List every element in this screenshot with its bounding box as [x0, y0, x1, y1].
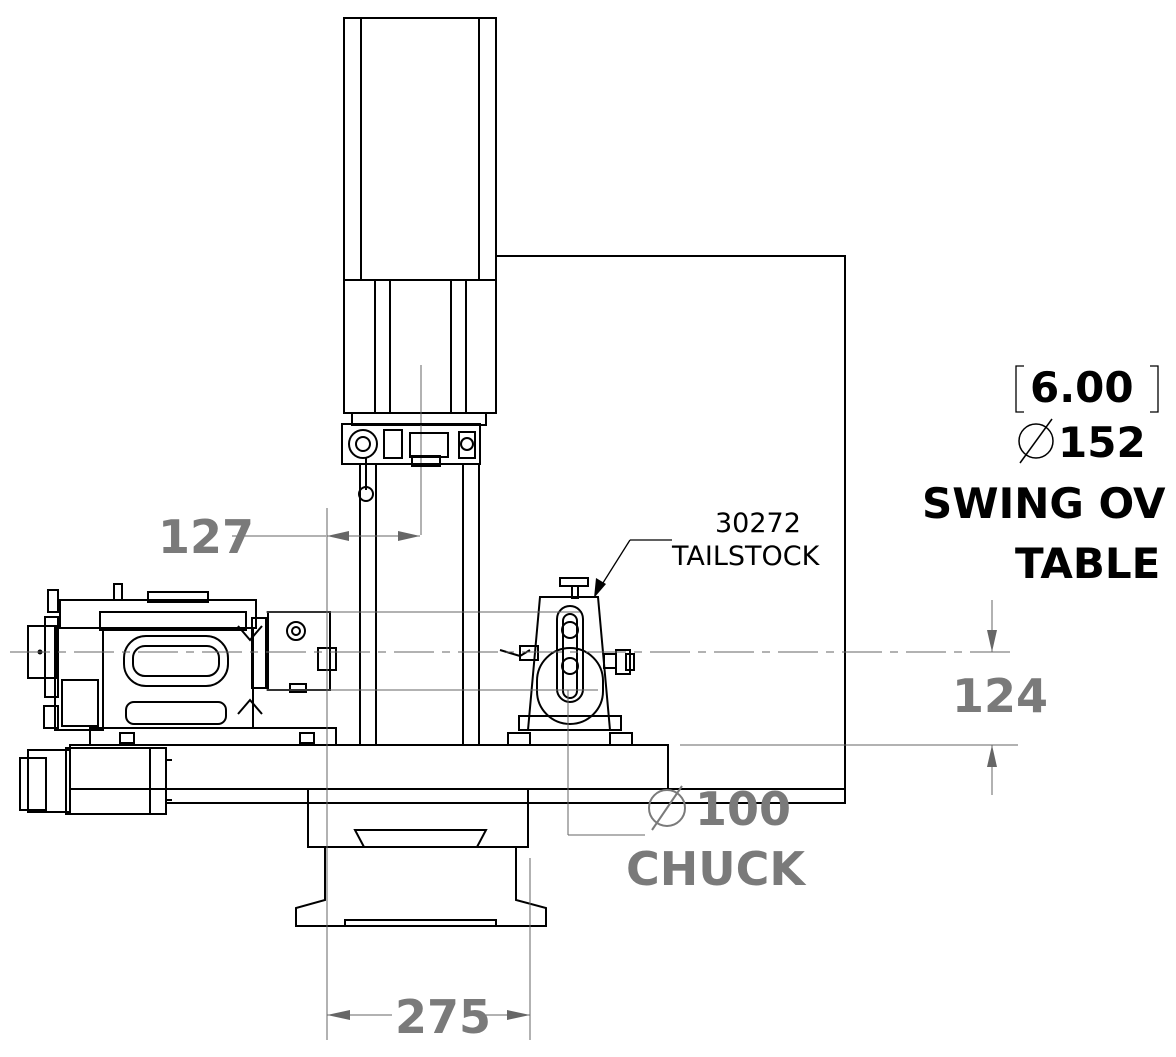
dimension-275-text: 275	[395, 990, 491, 1044]
dimension-base-width	[327, 858, 531, 1040]
callout-part-number: 30272	[715, 508, 801, 539]
callout-part-name: TAILSTOCK	[671, 541, 821, 572]
swing-label-line1: SWING OV	[922, 479, 1166, 528]
spindle-head	[341, 423, 481, 502]
machine-table-base	[69, 744, 845, 927]
swing-reference-value: 6.00	[1030, 363, 1134, 412]
tailstock-callout-leader	[594, 539, 672, 598]
dimension-spindle-offset	[232, 508, 420, 1040]
tailstock	[499, 577, 635, 746]
rotary-table	[27, 583, 337, 746]
swing-diameter-value: 152	[1058, 418, 1146, 467]
enclosure-outline	[496, 255, 846, 804]
stepper-motor	[19, 747, 172, 815]
dimension-127-text: 127	[158, 510, 254, 564]
column-head-assembly	[343, 17, 497, 535]
swing-note-brackets	[1015, 365, 1159, 464]
chuck-diameter-leader	[266, 611, 686, 836]
dimension-center-height	[680, 600, 1018, 795]
column-posts	[359, 464, 480, 745]
dimension-124-text: 124	[952, 669, 1048, 723]
chuck-label: CHUCK	[626, 842, 807, 896]
swing-label-line2: TABLE	[1015, 539, 1160, 588]
chuck-diameter-value: 100	[695, 782, 791, 836]
